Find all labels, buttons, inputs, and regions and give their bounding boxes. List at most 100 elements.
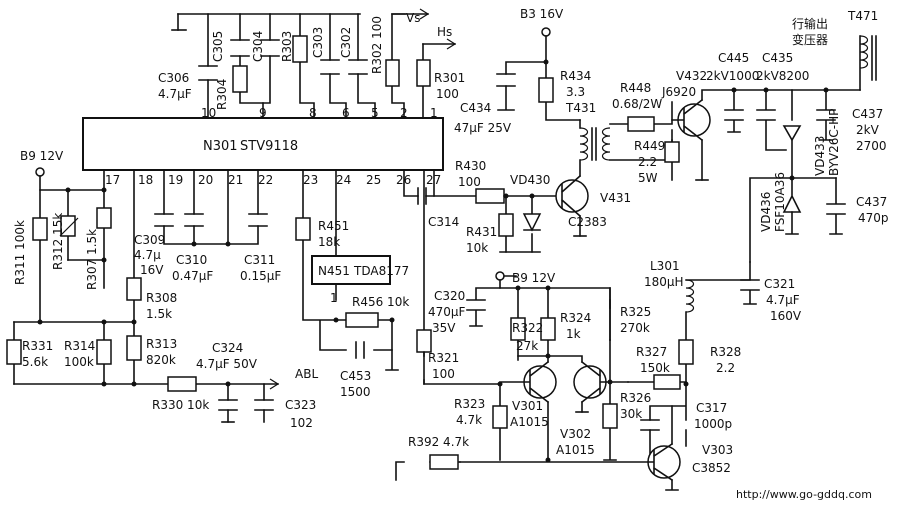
resistor-r311 <box>32 217 48 241</box>
label-c320-volt: 35V <box>432 321 456 335</box>
label-v432-ref: V432 <box>676 69 707 83</box>
label-c321-volt: 160V <box>770 309 802 323</box>
label-c310-ref: C310 <box>176 253 207 267</box>
label-r331-val: 5.6k <box>22 355 48 369</box>
label-r328-val: 2.2 <box>716 361 735 375</box>
resistor-r314 <box>96 339 112 365</box>
resistor-r434 <box>538 77 554 103</box>
label-r314-val: 100k <box>64 355 94 369</box>
resistor-r326 <box>602 403 618 429</box>
label-t431: T431 <box>565 101 596 115</box>
label-c309-val: 4.7μ <box>134 248 161 262</box>
label-c321-ref: C321 <box>764 277 795 291</box>
ic-n301-pin-1: 1 <box>430 106 438 120</box>
label-c453-val: 1500 <box>340 385 371 399</box>
label-c445-val: 2kV1000 <box>706 69 759 83</box>
ic-n451-pin-1: 1 <box>330 291 338 305</box>
label-r431-ref: R431 <box>466 225 497 239</box>
ic-n301-pin-23: 23 <box>303 173 318 187</box>
top-bus-wiring <box>171 8 457 119</box>
label-c437top-val: 2700 <box>856 139 887 153</box>
label-c304: C304 <box>251 31 265 62</box>
ic-n301-pin-20: 20 <box>198 173 213 187</box>
label-t471: T471 <box>847 9 878 23</box>
label-r323-ref: R323 <box>454 397 485 411</box>
resistor-r313 <box>126 335 142 361</box>
label-vd436-part: FSF10A36 <box>773 172 787 232</box>
ic-n451-designator: N451 <box>318 264 350 278</box>
label-flyback-line2: 变压器 <box>792 32 828 47</box>
label-r301-val: 100 <box>436 87 459 101</box>
label-vs: Vs <box>406 11 420 25</box>
label-r322-val: 27k <box>516 339 538 353</box>
label-r312: R312 15k <box>51 213 65 270</box>
label-v303-part: C3852 <box>692 461 731 475</box>
watermark-url: http://www.go-gddq.com <box>736 488 872 501</box>
label-r324-ref: R324 <box>560 311 591 325</box>
label-c303: C303 <box>311 27 325 58</box>
label-r330: R330 10k <box>152 398 209 412</box>
label-r430-val: 100 <box>458 175 481 189</box>
label-v303-ref: V303 <box>702 443 733 457</box>
ic-n301-pin-22: 22 <box>258 173 273 187</box>
label-b9-mid: B9 12V <box>512 271 556 285</box>
label-r451-val: 18k <box>318 235 340 249</box>
label-r328-ref: R328 <box>710 345 741 359</box>
label-c305: C305 <box>211 31 225 62</box>
label-r304: R304 <box>215 79 229 110</box>
label-c437top-volt: 2kV <box>856 123 880 137</box>
ic-n451-body <box>311 255 391 285</box>
abl-amplifier <box>395 169 687 491</box>
flyback-transformer <box>859 35 877 91</box>
label-r392: R392 4.7k <box>408 435 469 449</box>
resistor-r431 <box>498 213 514 237</box>
label-r434-val: 3.3 <box>566 85 585 99</box>
filter-caps <box>154 169 268 245</box>
resistor-r327 <box>653 374 681 390</box>
label-c306-val: 4.7μF <box>158 87 192 101</box>
label-c437bot-ref: C437 <box>856 195 887 209</box>
transistor-v431 <box>555 159 589 237</box>
resistor-r303 <box>292 35 308 63</box>
resistor-r323 <box>492 405 508 429</box>
label-c434-ref: C434 <box>460 101 491 115</box>
label-vd436-ref: VD436 <box>759 192 773 232</box>
label-c453-ref: C453 <box>340 369 371 383</box>
resistor-r451 <box>295 217 311 241</box>
label-flyback-line1: 行输出 <box>792 16 828 31</box>
label-b9-left: B9 12V <box>20 149 64 163</box>
label-r327-ref: R327 <box>636 345 667 359</box>
label-r324-val: 1k <box>566 327 581 341</box>
resistor-r324 <box>540 317 556 341</box>
label-r321-val: 100 <box>432 367 455 381</box>
label-r451-ref: R451 <box>318 219 349 233</box>
ic-n301-designator: N301 <box>203 139 238 154</box>
resistor-r448 <box>627 116 655 132</box>
resistor-r321 <box>416 329 432 353</box>
label-r303: R303 <box>280 31 294 62</box>
driver-input <box>403 169 561 253</box>
resistor-r328 <box>678 339 694 365</box>
label-c324-ref: C324 <box>212 341 243 355</box>
label-l301-val: 180μH <box>644 275 684 289</box>
label-r331-ref: R331 <box>22 339 53 353</box>
label-abl: ABL <box>295 367 318 381</box>
label-c302: C302 <box>339 27 353 58</box>
label-b3: B3 16V <box>520 7 564 21</box>
label-c435-ref: C435 <box>762 51 793 65</box>
label-v432-part: J6920 <box>661 85 696 99</box>
ic-n301-body <box>82 117 444 171</box>
label-r449-val: 2.2 <box>638 155 657 169</box>
label-r456: R456 10k <box>352 295 409 309</box>
label-v431-part: C2383 <box>568 215 607 229</box>
resistor-r308 <box>126 277 142 301</box>
label-r314-ref: R314 <box>64 339 95 353</box>
label-vd430: VD430 <box>510 173 550 187</box>
label-r326-ref: R326 <box>620 391 651 405</box>
label-v302-part: A1015 <box>556 443 595 457</box>
label-c320-ref: C320 <box>434 289 465 303</box>
label-r301-ref: R301 <box>434 71 465 85</box>
ic-n301-pin-19: 19 <box>168 173 183 187</box>
label-c323-ref: C323 <box>285 398 316 412</box>
